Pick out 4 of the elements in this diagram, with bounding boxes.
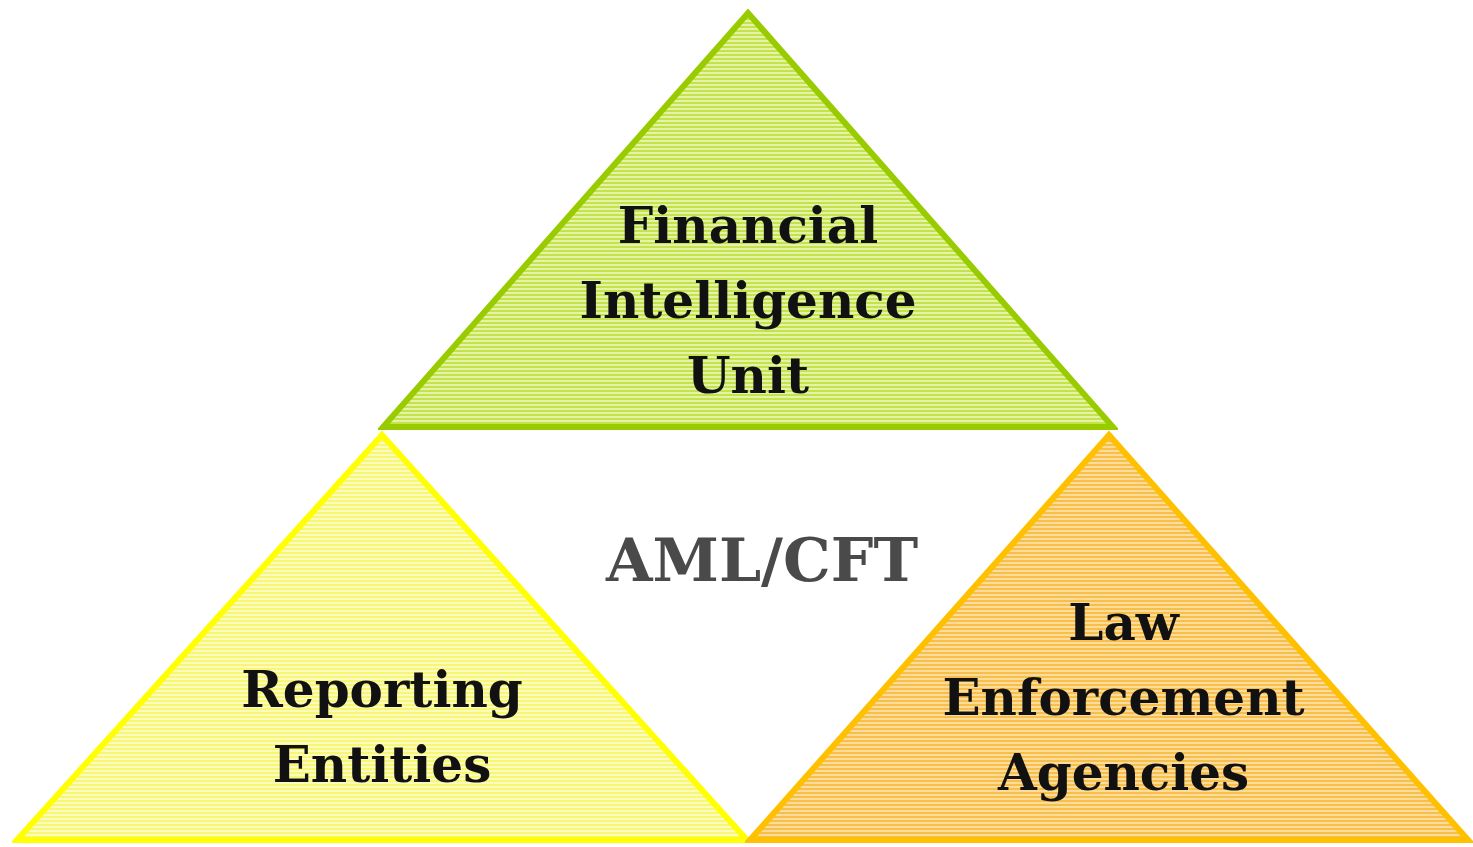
- triangle-label: Financial Intelligence Unit: [579, 195, 917, 407]
- center-label: AML/CFT: [605, 525, 919, 595]
- triangle-label: Law Enforcement Agencies: [942, 592, 1305, 804]
- triangle-label: Reporting Entities: [241, 659, 523, 796]
